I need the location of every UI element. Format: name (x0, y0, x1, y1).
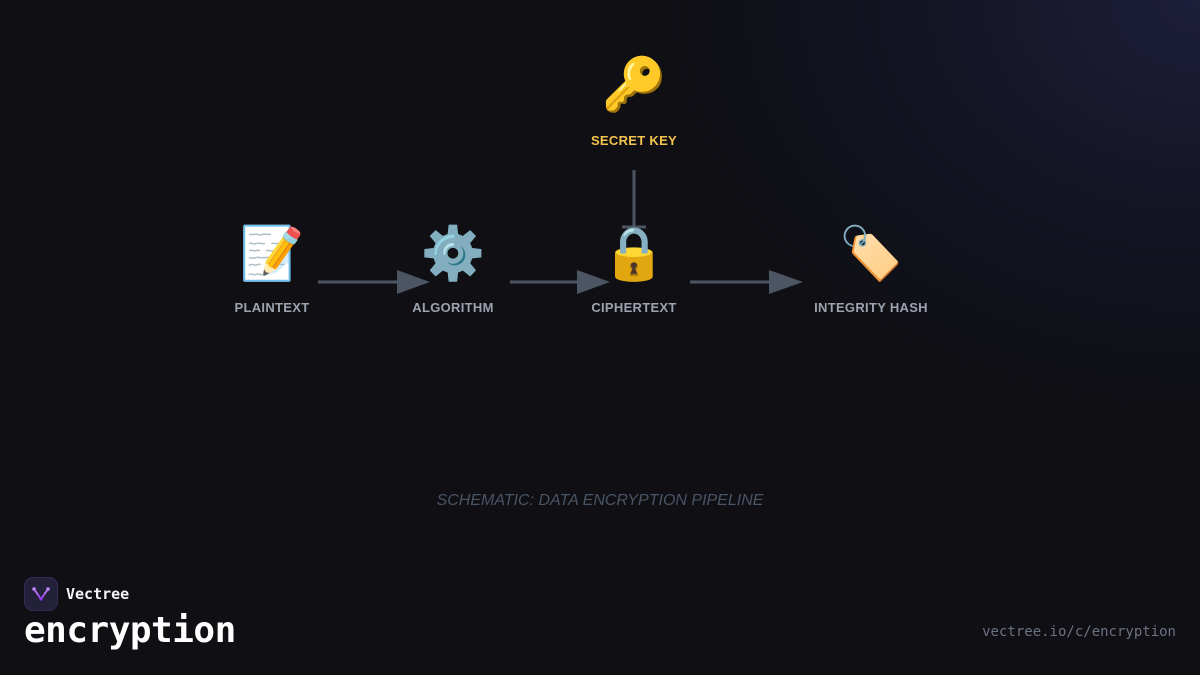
diagram-caption: SCHEMATIC: DATA ENCRYPTION PIPELINE (436, 492, 764, 509)
node-label-ciphertext: CIPHERTEXT (591, 300, 677, 315)
tag-icon: 🏷️ (838, 224, 904, 284)
arrow-algorithm-to-ciphertext (510, 270, 610, 294)
node-label-algorithm: ALGORITHM (412, 300, 494, 315)
key-icon: 🔑 (601, 55, 667, 115)
node-ciphertext: 🔒 CIPHERTEXT (544, 224, 724, 315)
node-secret-key: 🔑 SECRET KEY (544, 55, 724, 148)
node-label-plaintext: PLAINTEXT (234, 300, 310, 315)
arrow-plaintext-to-algorithm (318, 270, 430, 294)
memo-icon: 📝 (239, 224, 305, 284)
brand-name: Vectree (66, 585, 130, 603)
vectree-logo-icon (24, 577, 58, 611)
node-integrity-hash: 🏷️ INTEGRITY HASH (781, 224, 961, 315)
node-algorithm: ⚙️ ALGORITHM (363, 224, 543, 315)
node-plaintext: 📝 PLAINTEXT (182, 224, 362, 315)
page-url-link[interactable]: vectree.io/c/encryption (982, 624, 1176, 640)
page-title: encryption (24, 610, 236, 651)
arrow-ciphertext-to-hash (690, 270, 803, 294)
brand[interactable]: Vectree (24, 577, 129, 611)
lock-icon: 🔒 (601, 224, 667, 284)
gear-icon: ⚙️ (420, 224, 486, 284)
node-label-integrity-hash: INTEGRITY HASH (814, 300, 928, 315)
node-label-secret-key: SECRET KEY (590, 133, 678, 148)
